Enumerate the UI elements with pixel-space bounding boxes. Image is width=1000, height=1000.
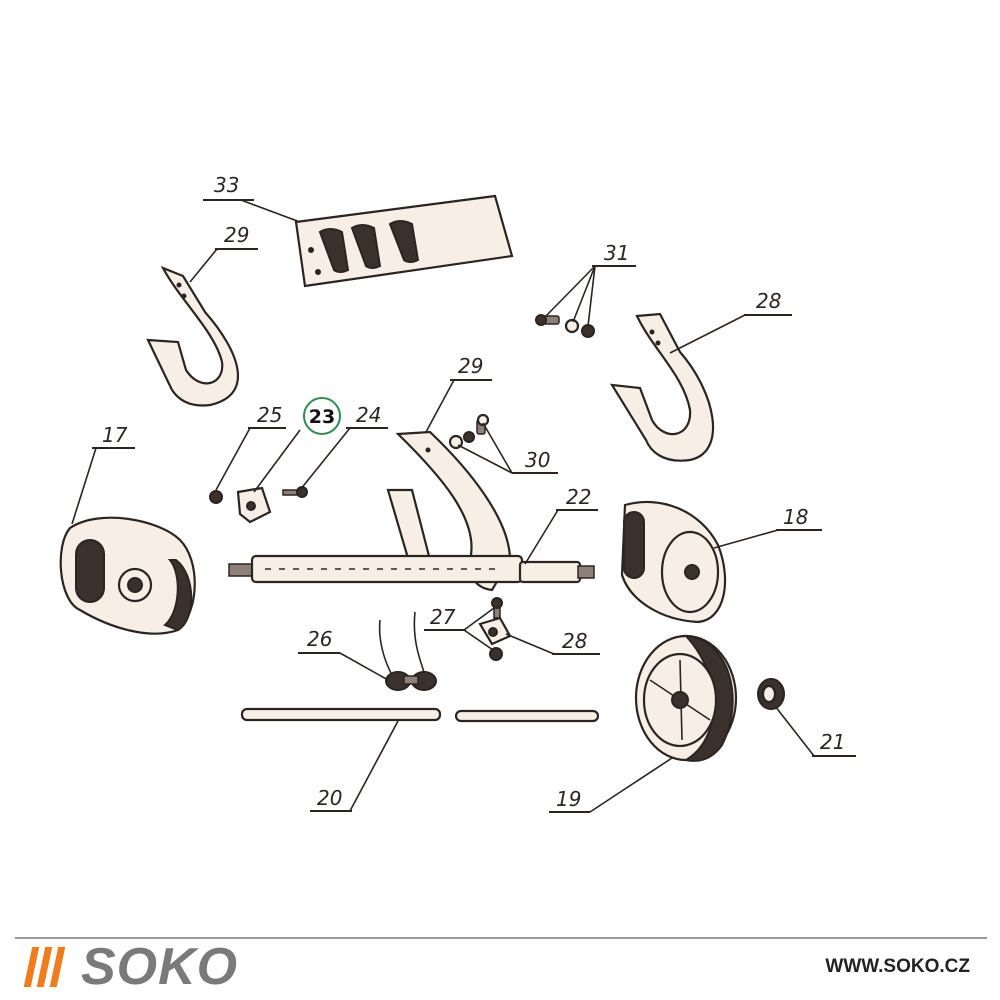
label-25: 25: [257, 403, 282, 427]
part-18-side-plate-right: [620, 500, 727, 624]
part-28-spring-tine-right: [609, 312, 714, 462]
part-33-comb-bar: [294, 194, 514, 288]
callout-25: 25: [215, 403, 286, 491]
parts-diagram: 33 29 31 28 29 25 23 24: [59, 173, 856, 813]
callout-19: 19: [549, 757, 673, 813]
part-19-wheel: [634, 634, 738, 762]
label-29-centre: 29: [458, 354, 483, 378]
label-33: 33: [214, 173, 239, 197]
label-28-right: 28: [756, 289, 781, 313]
callout-18: 18: [713, 505, 822, 549]
callout-31: 31: [543, 241, 636, 327]
brand-logo[interactable]: SOKO: [23, 938, 239, 996]
part-28-cam-lower: [478, 616, 512, 646]
label-21: 21: [820, 730, 845, 754]
label-17: 17: [102, 423, 128, 447]
part-31-bolt-set: [535, 314, 595, 338]
part-24-screw: [282, 486, 308, 498]
label-19: 19: [556, 787, 581, 811]
label-29-left: 29: [224, 223, 249, 247]
part-26-springs: [378, 611, 437, 691]
callout-28-lower: 28: [505, 629, 600, 655]
logo-stripe-icon: [49, 947, 66, 987]
callout-21: 21: [774, 705, 856, 757]
callout-24: 24: [299, 403, 388, 491]
part-29-spring-tine-left: [146, 265, 239, 407]
part-25-nut: [209, 490, 223, 504]
label-23: 23: [309, 406, 335, 428]
callout-29-centre: 29: [425, 354, 492, 433]
callout-23-highlighted: 23: [253, 397, 341, 493]
callout-30: 30: [457, 422, 558, 474]
part-23-cam: [236, 486, 272, 524]
website-link[interactable]: WWW.SOKO.CZ: [825, 956, 970, 977]
callout-20: 20: [310, 720, 399, 812]
label-24: 24: [356, 403, 381, 427]
callout-17: 17: [71, 423, 135, 525]
part-22-main-shaft: [228, 554, 595, 584]
part-20-rods: [240, 707, 600, 723]
callout-27: 27: [424, 605, 495, 651]
label-22: 22: [566, 485, 591, 509]
callout-26: 26: [298, 627, 389, 681]
part-29-spring-tine-centre: [386, 430, 512, 592]
label-26: 26: [307, 627, 332, 651]
label-20: 20: [317, 786, 342, 810]
label-30: 30: [525, 448, 550, 472]
footer-divider: [15, 937, 987, 939]
label-31: 31: [604, 241, 629, 265]
callout-22: 22: [524, 485, 598, 565]
callout-29-left: 29: [189, 223, 258, 283]
part-30-bolt-nuts: [448, 413, 490, 450]
part-27-bolt-nut: [489, 597, 503, 661]
part-17-side-plate-left: [59, 516, 196, 635]
label-28-lower: 28: [562, 629, 587, 653]
part-21-bearing: [757, 678, 785, 710]
label-18: 18: [783, 505, 808, 529]
callout-28-right: 28: [669, 289, 792, 354]
callout-33: 33: [203, 173, 301, 223]
brand-name: SOKO: [81, 938, 239, 996]
label-27: 27: [430, 605, 456, 629]
